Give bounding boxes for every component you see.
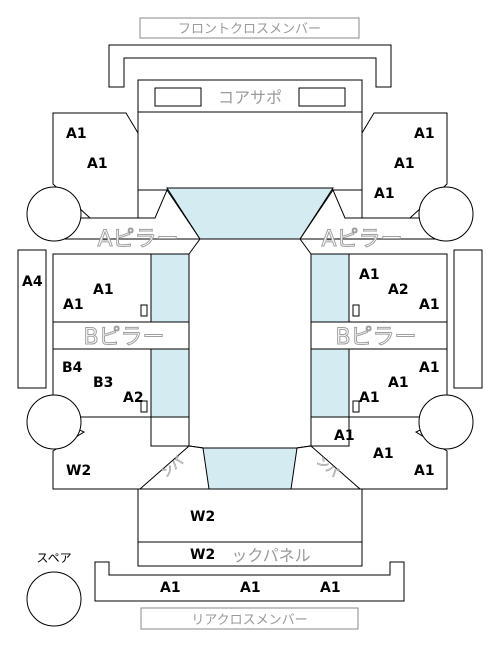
back-panel-label: ックパネル xyxy=(231,546,310,565)
window-front-left xyxy=(150,253,190,323)
grade-rear-door-right-1: A1 xyxy=(419,360,440,376)
trunk-lid xyxy=(137,488,363,543)
spare-tire xyxy=(26,571,82,627)
front-door-right xyxy=(348,253,448,323)
rear-bumper-outline xyxy=(94,561,405,602)
rear-cross-member-label: リアクロスメンバー xyxy=(191,613,307,628)
headlight-right xyxy=(298,87,346,107)
front-door-left xyxy=(52,253,152,323)
grade-rear-quarter-left-1: W2 xyxy=(66,463,91,479)
grade-rear-door-left-2: B3 xyxy=(93,375,113,391)
grade-rear-bumper-1: A1 xyxy=(160,580,181,596)
front-cross-member-label: フロントクロスメンバー xyxy=(178,22,321,37)
grade-rear-door-left-3: A2 xyxy=(123,390,144,406)
grade-front-fender-right-1: A1 xyxy=(414,126,435,142)
grade-rear-quarter-right-1: A1 xyxy=(334,428,355,444)
grade-front-door-left-1: A1 xyxy=(93,282,114,298)
grade-rear-quarter-right-3: A1 xyxy=(414,463,435,479)
grade-side-sill-left: A4 xyxy=(22,274,43,290)
front-bumper-outline xyxy=(108,44,392,88)
grade-front-door-right-1: A1 xyxy=(359,267,380,283)
grade-front-door-right-2: A2 xyxy=(388,282,409,298)
hood-panel xyxy=(137,111,363,191)
wheel-front-left xyxy=(26,186,82,242)
b-pillar-left-zone xyxy=(52,321,190,350)
roof-panel xyxy=(188,238,312,449)
grade-front-door-right-3: A1 xyxy=(419,297,440,313)
b-pillar-right-zone xyxy=(310,321,448,350)
rear-cross-member-box xyxy=(140,607,359,630)
grade-front-fender-left-2: A1 xyxy=(87,156,108,172)
grade-rear-bumper-2: A1 xyxy=(240,580,261,596)
grade-rear-door-left-1: B4 xyxy=(62,360,83,376)
grade-front-fender-left-1: A1 xyxy=(66,126,87,142)
b-pillar-right-label: Bピラー xyxy=(335,325,416,350)
side-sill-left xyxy=(17,249,47,389)
core-support-label: コアサポ xyxy=(218,88,282,107)
window-rear-right xyxy=(310,348,350,418)
grade-trunk-1: W2 xyxy=(190,509,215,525)
door-handle-front-left xyxy=(140,304,148,317)
front-cross-member-box xyxy=(139,17,360,39)
door-handle-front-right xyxy=(352,304,360,317)
wheel-front-right xyxy=(418,186,474,242)
headlight-left xyxy=(154,87,202,107)
a-pillar-left-label: Aピラー xyxy=(97,227,178,252)
grade-rear-bumper-3: A1 xyxy=(320,580,341,596)
window-rear-left xyxy=(150,348,190,418)
grade-back-panel-1: W2 xyxy=(190,547,215,563)
wheel-rear-right xyxy=(418,394,474,450)
spare-label: スペア xyxy=(36,551,71,565)
back-panel xyxy=(137,541,363,567)
window-front-right xyxy=(310,253,350,323)
grade-rear-door-right-2: A1 xyxy=(388,375,409,391)
door-handle-rear-right xyxy=(352,400,360,413)
wheel-rear-left xyxy=(26,394,82,450)
side-sill-right xyxy=(453,249,483,389)
grade-front-door-left-2: A1 xyxy=(63,297,84,313)
grade-front-fender-right-3: A1 xyxy=(374,186,395,202)
grade-rear-quarter-right-2: A1 xyxy=(373,446,394,462)
door-handle-rear-left xyxy=(140,400,148,413)
b-pillar-left-label: Bピラー xyxy=(83,325,164,350)
a-pillar-right-label: Aピラー xyxy=(321,227,402,252)
grade-front-fender-right-2: A1 xyxy=(394,156,415,172)
grade-rear-door-right-3: A1 xyxy=(359,390,380,406)
